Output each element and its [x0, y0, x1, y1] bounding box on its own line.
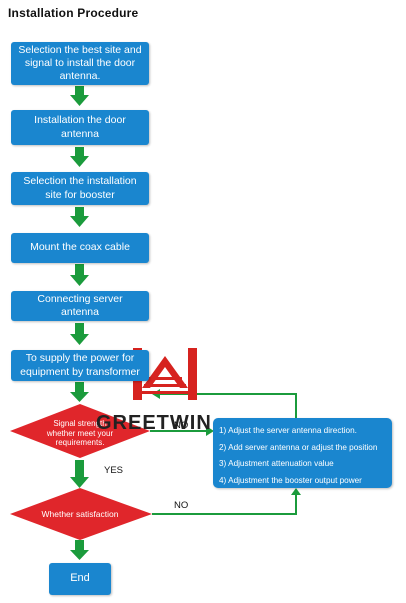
decision-diamond-2 [10, 488, 152, 540]
end-terminal: End [49, 563, 111, 595]
action-item-4: 4) Adjustment the booster output power [219, 475, 362, 485]
decision-satisfaction: Whether satisfaction [41, 509, 119, 519]
action-item-2: 2) Add server antenna or adjust the posi… [219, 442, 378, 452]
greetwin-logo-text: GREETWIN [96, 412, 212, 434]
down-arrow-6 [70, 382, 89, 402]
decision-signal-strength: Signal strength whether meet your requir… [46, 419, 114, 448]
down-arrow-2 [70, 147, 89, 167]
step-connect-server-antenna: Connecting server antenna [11, 291, 149, 321]
arrowhead-to-panel [206, 426, 214, 436]
diagram-title: Installation Procedure [8, 6, 139, 20]
decision-diamond-1 [10, 404, 150, 458]
action-item-3: 3) Adjustment attenuation value [219, 459, 334, 468]
step-install-door-antenna: Installation the door antenna [11, 110, 149, 145]
action-item-1: 1) Adjust the server antenna direction. [219, 426, 357, 435]
down-arrow-5 [70, 323, 89, 345]
down-arrow-1 [70, 86, 89, 106]
adjustment-actions-panel: 1) Adjust the server antenna direction. … [213, 418, 392, 488]
step-mount-coax-cable: Mount the coax cable [11, 233, 149, 263]
label-yes: YES [104, 465, 124, 476]
label-no-2: NO [174, 500, 189, 511]
down-arrow-3 [70, 207, 89, 227]
down-arrow-8 [70, 540, 89, 560]
step-supply-power: To supply the power for equipment by tra… [11, 350, 149, 381]
down-arrow-7 [70, 460, 89, 488]
step-select-booster-site: Selection the installation site for boos… [11, 172, 149, 205]
step-select-site: Selection the best site and signal to in… [11, 42, 149, 85]
arrowhead-up-to-panel [291, 488, 301, 495]
label-no-1: NO [174, 420, 189, 431]
down-arrow-4 [70, 264, 89, 286]
